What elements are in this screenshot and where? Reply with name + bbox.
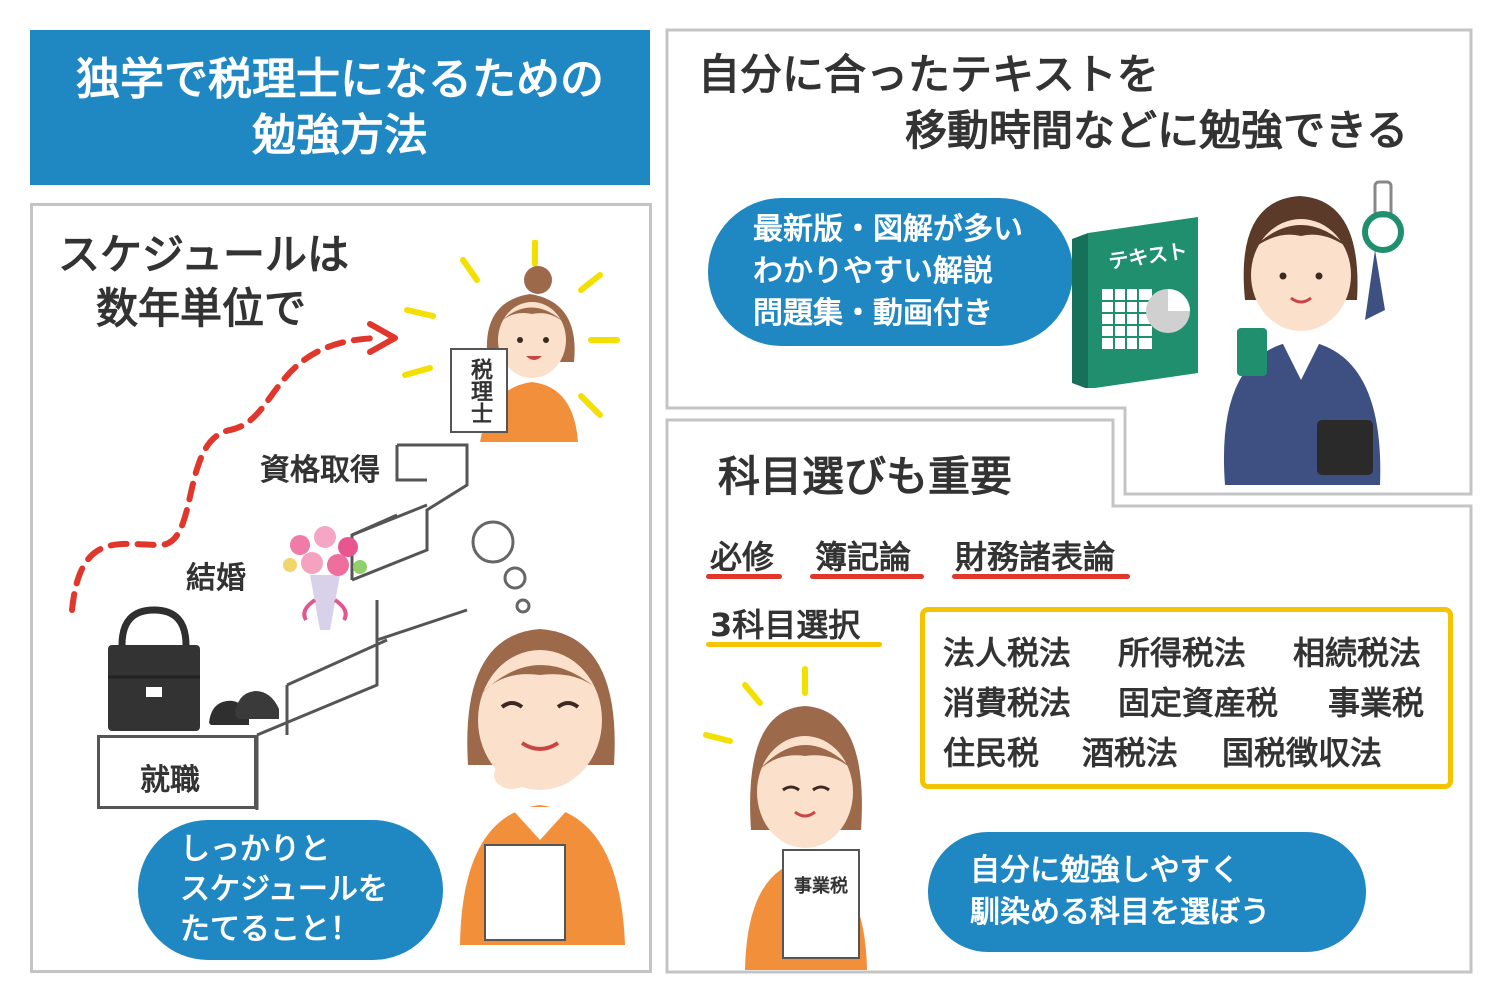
subjects-advice-line1: 自分に勉強しやすく (970, 853, 1240, 888)
stair-step-1 (97, 735, 257, 809)
subjects-heading: 科目選びも重要 (718, 452, 1013, 501)
elective-subject-4: 消費税法 (943, 684, 1072, 722)
elective-subject-5: 固定資産税 (1118, 684, 1279, 722)
elective-subject-7: 住民税 (943, 734, 1040, 772)
textbook-icon (1072, 217, 1198, 388)
schedule-heading: スケジュールは 数年単位で (58, 228, 349, 336)
schedule-heading-line2: 数年単位で (96, 284, 307, 333)
elective-subject-8: 酒税法 (1082, 734, 1179, 772)
required-label: 必修 (710, 538, 775, 576)
required-subject-1-underline (810, 574, 924, 579)
thought-bubbles-icon (471, 520, 531, 614)
idea-rays-icon (703, 666, 808, 744)
student-person (745, 706, 867, 970)
subjects-advice-bubble: 自分に勉強しやすく 馴染める科目を選ぼう (928, 832, 1366, 952)
schedule-advice-line2: スケジュールを (180, 872, 388, 907)
thinking-person (460, 629, 625, 945)
elective-subject-2: 所得税法 (1118, 634, 1247, 672)
briefcase-icon (108, 606, 200, 731)
elective-label: 3科目選択 (710, 606, 861, 644)
textbook-criteria-line1: 最新版・図解が多い (753, 212, 1023, 247)
bouquet-icon (283, 526, 367, 630)
schedule-advice-line3: たてること！ (180, 912, 360, 947)
elective-subject-3: 相続税法 (1293, 634, 1422, 672)
shoes-icon (209, 691, 279, 725)
textbook-criteria-line3: 問題集・動画付き (753, 296, 993, 331)
elective-label-underline (706, 642, 882, 647)
textbook-heading-line1: 自分に合ったテキストを (698, 50, 1159, 99)
progress-arrow (69, 321, 398, 613)
celebration-rays-icon (402, 240, 620, 418)
required-subject-1: 簿記論 (815, 538, 912, 576)
elective-subject-9: 国税徴収法 (1222, 734, 1383, 772)
textbook-heading-line2: 移動時間などに勉強できる (905, 106, 1409, 155)
page-title-line2: 勉強方法 (252, 109, 428, 161)
textbook-criteria-line2: わかりやすい解説 (753, 254, 993, 289)
required-subject-2: 財務諸表論 (955, 538, 1116, 576)
stair-label-job: 就職 (140, 763, 200, 798)
stair-outline (255, 443, 469, 810)
elective-subjects-box (920, 607, 1453, 789)
stair-label-marriage: 結婚 (186, 561, 246, 596)
certificate-text: 税理士 (467, 357, 492, 424)
page-title: 独学で税理士になるための 勉強方法 (30, 30, 650, 185)
commuter-person (1223, 180, 1404, 485)
certificate-paper: 税理士 (450, 348, 508, 433)
schedule-advice-line1: しっかりと (180, 832, 330, 867)
schedule-advice-bubble: しっかりと スケジュールを たてること！ (138, 820, 443, 960)
holding-paper-text: 事業税 (794, 876, 848, 897)
elective-subject-6: 事業税 (1328, 684, 1425, 722)
stair-label-license: 資格取得 (260, 453, 380, 488)
textbook-criteria-bubble: 最新版・図解が多い わかりやすい解説 問題集・動画付き (708, 198, 1073, 346)
required-subject-2-underline (952, 574, 1130, 579)
page-title-line1: 独学で税理士になるための (76, 53, 604, 105)
schedule-heading-line1: スケジュールは (58, 230, 350, 279)
elective-subject-1: 法人税法 (943, 634, 1072, 672)
subjects-advice-line2: 馴染める科目を選ぼう (970, 895, 1270, 930)
required-label-underline (706, 574, 782, 579)
